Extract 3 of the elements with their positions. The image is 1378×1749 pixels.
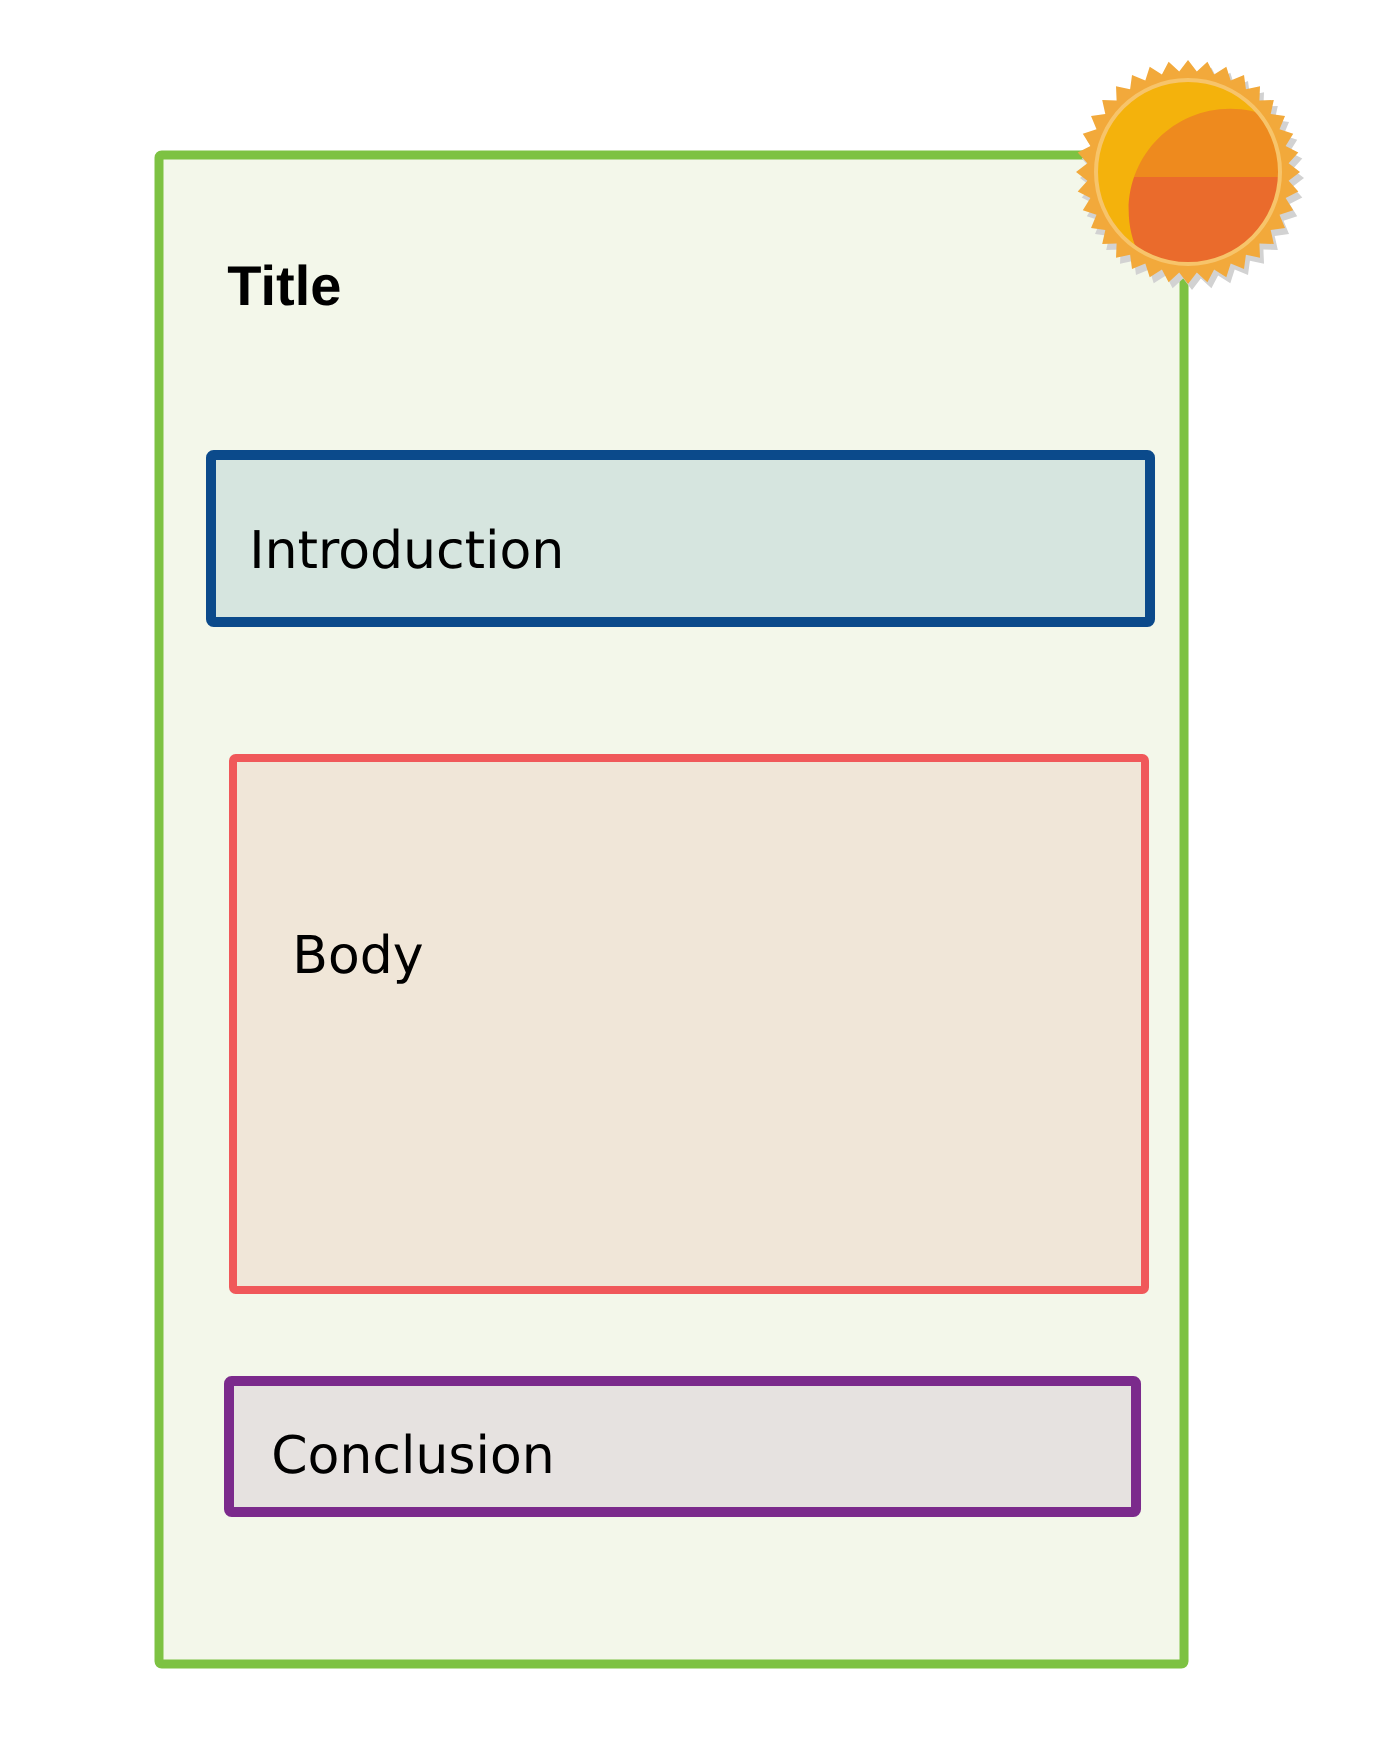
section-box: Introduction xyxy=(206,450,1155,627)
section-box: Conclusion xyxy=(224,1376,1141,1517)
section-box: Body xyxy=(229,754,1149,1294)
